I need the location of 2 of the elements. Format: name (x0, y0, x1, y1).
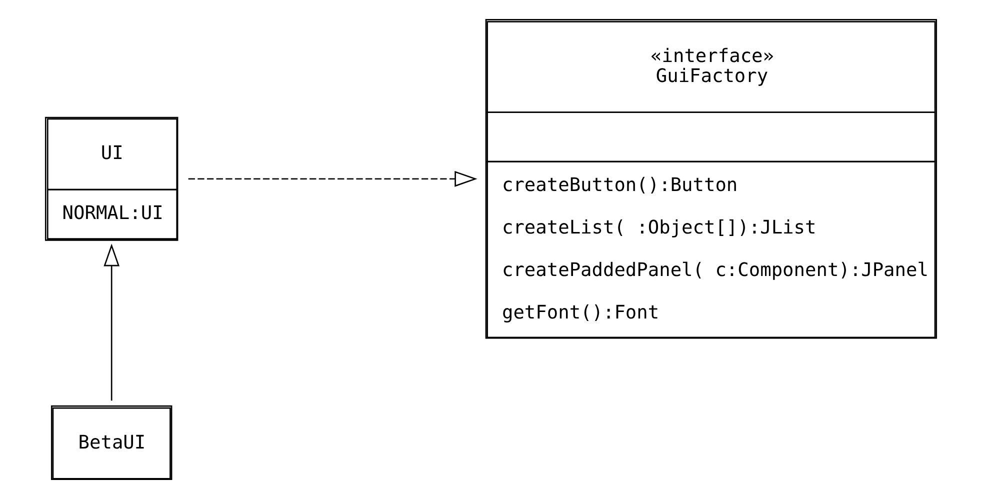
arrow (188, 170, 478, 186)
arrow (104, 243, 120, 400)
